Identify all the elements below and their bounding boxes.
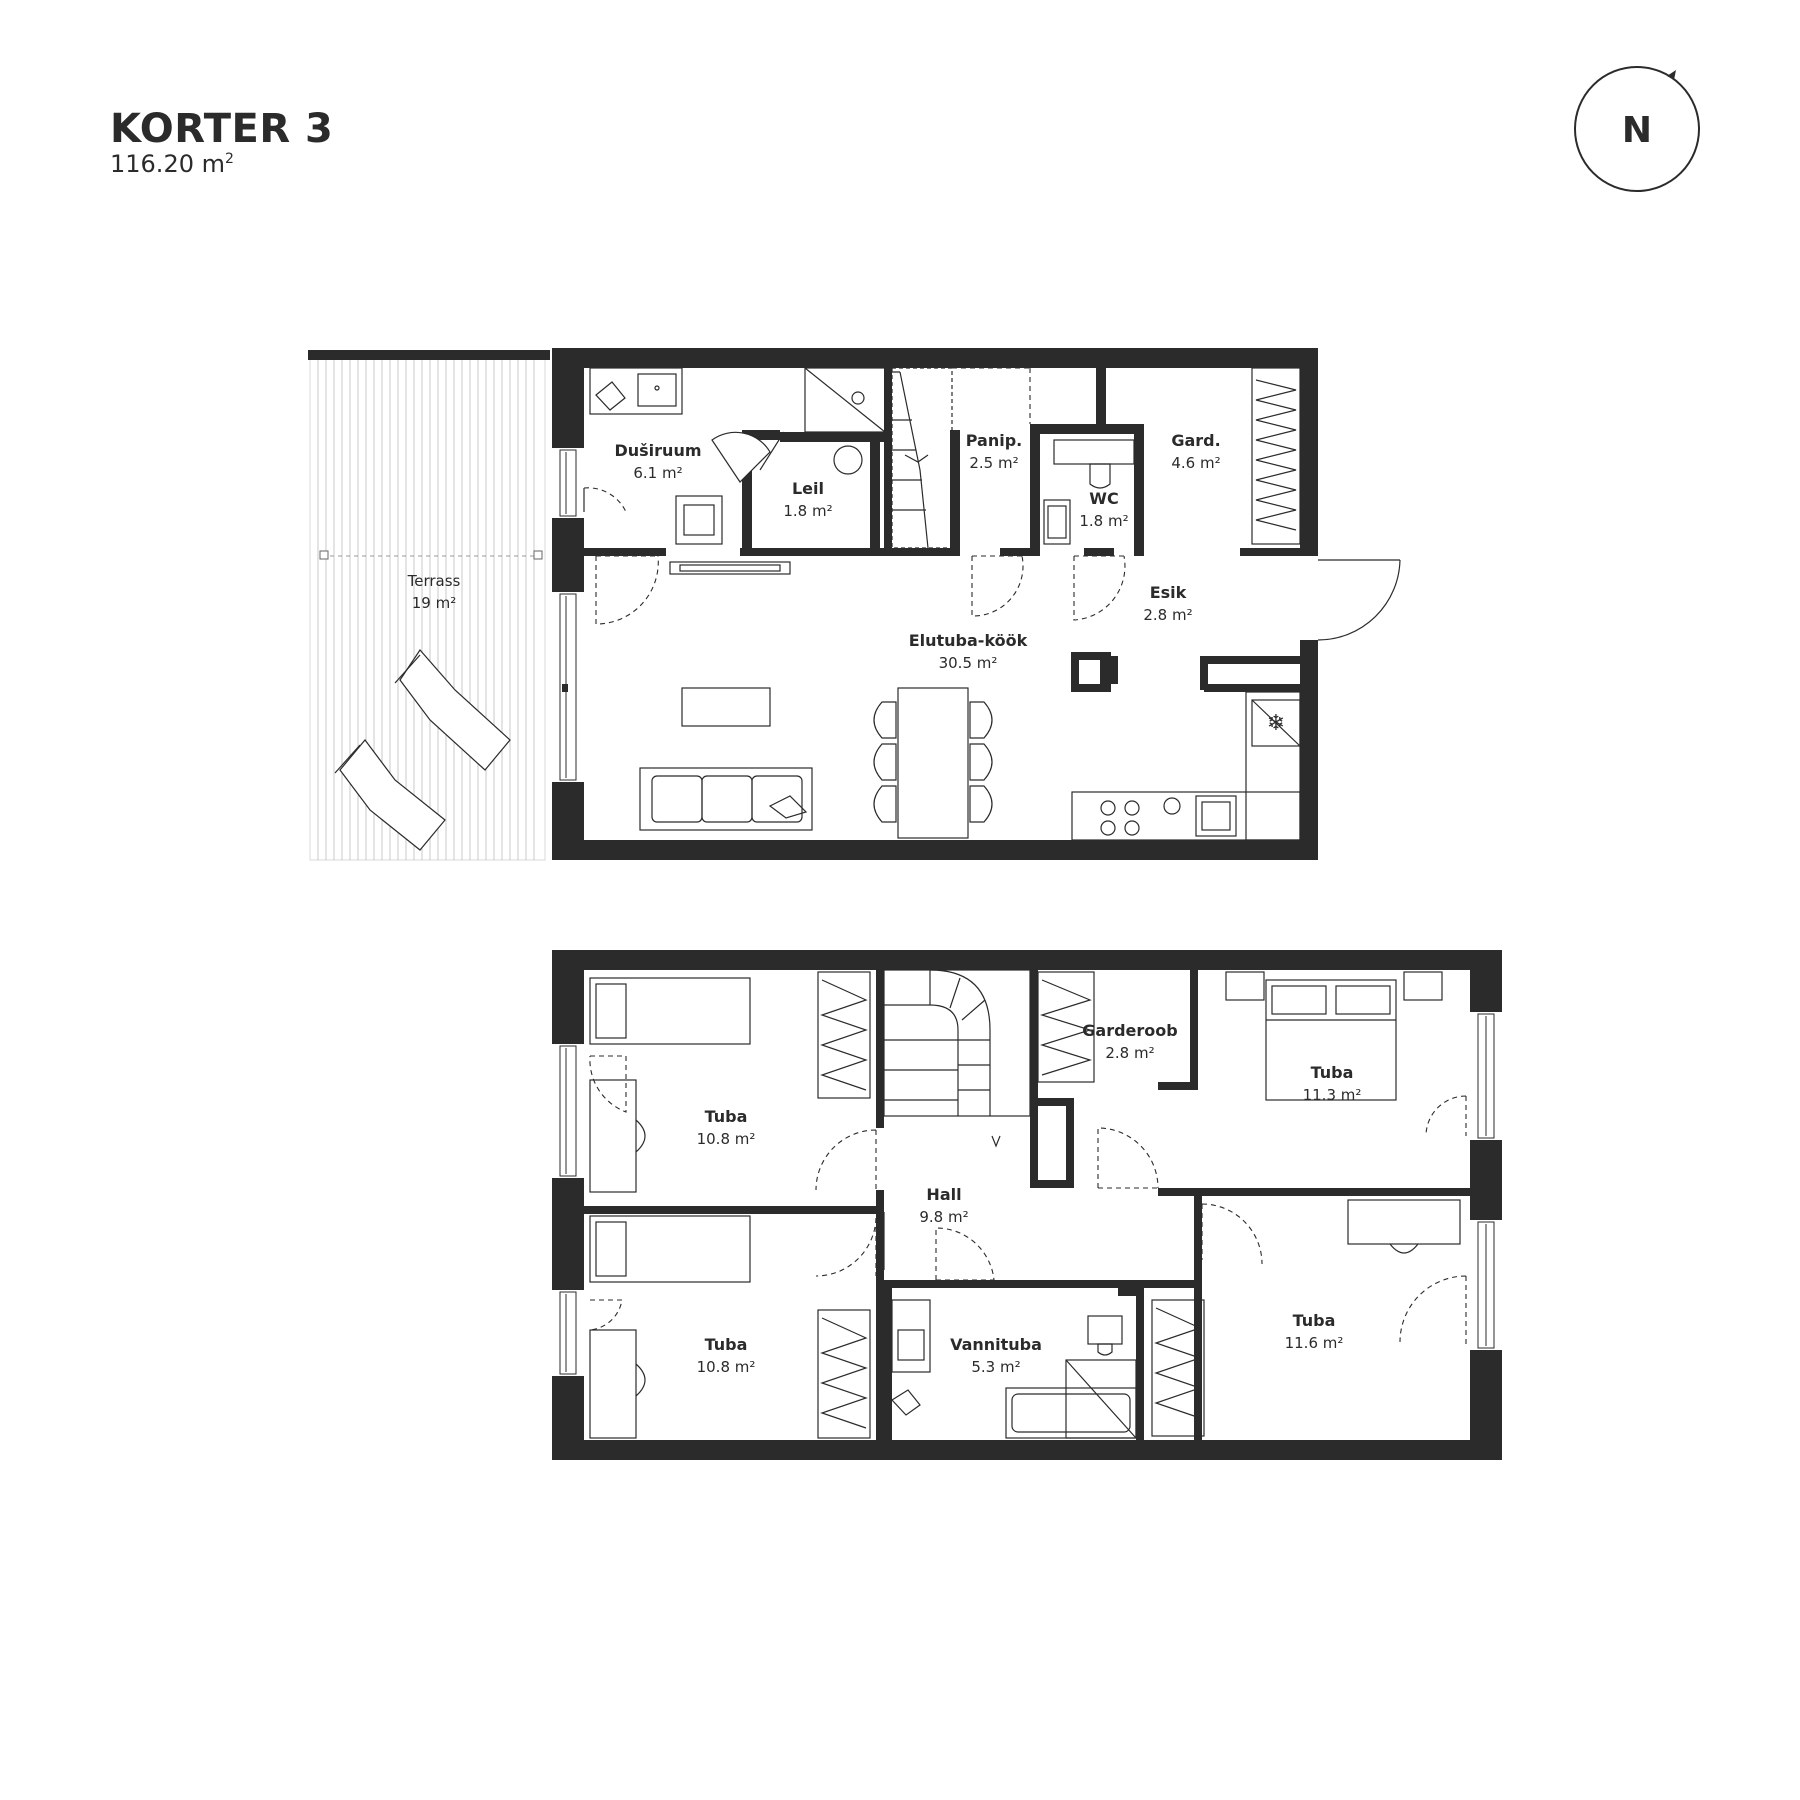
apartment-area: 116.20 m2 [110, 150, 234, 178]
compass-label: N [1622, 110, 1652, 151]
room-garderoob-name: Garderoob [1082, 1021, 1177, 1040]
kitchen-sink [1195, 795, 1237, 837]
room-dusiruum-area: 6.1 m² [633, 464, 682, 482]
apartment-title: KORTER 3 [110, 106, 334, 152]
dining-table [897, 687, 969, 839]
room-vannituba-area: 5.3 m² [971, 1358, 1020, 1376]
radiator [669, 561, 791, 575]
upper-floor-fixtures [589, 971, 1461, 1439]
room-leil-area: 1.8 m² [783, 502, 832, 520]
ground-floor-doors [583, 431, 1401, 641]
fridge [1251, 699, 1301, 747]
room-terrass-name: Terrass [407, 572, 461, 590]
sun-lounger-1 [394, 649, 511, 771]
room-gard-area: 4.6 m² [1171, 454, 1220, 472]
room-hall-name: Hall [926, 1185, 961, 1204]
room-garderoob-area: 2.8 m² [1105, 1044, 1154, 1062]
wc-sink [1043, 499, 1071, 545]
wardrobe-nw [817, 971, 871, 1099]
apartment-area-unit-sup: 2 [224, 151, 234, 167]
room-gard-name: Gard. [1171, 431, 1220, 450]
toilet-icon [1089, 463, 1111, 489]
wardrobe [1251, 367, 1301, 545]
room-panip-area: 2.5 m² [969, 454, 1018, 472]
room-esik-area: 2.8 m² [1143, 606, 1192, 624]
room-vannituba-name: Vannituba [950, 1335, 1042, 1354]
bed-nw [589, 977, 751, 1045]
room-leil-name: Leil [792, 479, 824, 498]
room-terrass-area: 19 m² [412, 594, 456, 612]
bath-toilet [1087, 1315, 1123, 1345]
sun-lounger-2 [334, 739, 446, 851]
sauna-bench [675, 495, 723, 545]
north-compass-icon: N [1574, 66, 1700, 192]
room-tuba-ne-area: 11.3 m² [1303, 1086, 1362, 1104]
terrace-top-edge [308, 350, 550, 360]
ground-floor-fixtures: ❄ [589, 367, 1301, 841]
desk-sw [589, 1329, 637, 1439]
room-wc-area: 1.8 m² [1079, 512, 1128, 530]
room-tuba-ne-name: Tuba [1311, 1063, 1354, 1082]
room-dusiruum-name: Duširuum [614, 441, 701, 460]
room-wc-name: WC [1089, 489, 1118, 508]
bed-sw [589, 1215, 751, 1283]
room-elutuba-area: 30.5 m² [939, 654, 998, 672]
room-hall-area: 9.8 m² [919, 1208, 968, 1226]
bathtub [1005, 1387, 1137, 1439]
shower-tray-icon [595, 381, 626, 411]
upper-floor-walls [552, 950, 1502, 1460]
room-tuba-se-name: Tuba [1293, 1311, 1336, 1330]
desk-nw [589, 1079, 637, 1193]
coffee-table [681, 687, 771, 727]
wardrobe-garderoob [1037, 971, 1095, 1083]
upper-floor-stairs [883, 969, 1031, 1148]
ground-floor-walls [552, 348, 1318, 860]
room-tuba-sw-area: 10.8 m² [697, 1358, 756, 1376]
snowflake-icon: ❄ [1267, 711, 1285, 736]
bath-shower-icon [891, 1389, 921, 1416]
sauna-heater-icon [833, 445, 863, 475]
room-tuba-nw-name: Tuba [705, 1107, 748, 1126]
sofa [639, 767, 813, 831]
ground-floor-stairs [891, 367, 1031, 549]
bed-ne [1265, 979, 1397, 1101]
bath-sink [891, 1299, 931, 1373]
room-tuba-nw-area: 10.8 m² [697, 1130, 756, 1148]
upper-floor-windows [559, 1013, 1495, 1375]
wardrobe-se [1151, 1299, 1205, 1437]
apartment-area-value: 116.20 m [110, 150, 225, 178]
kitchen-counter [1071, 791, 1301, 841]
room-labels: Duširuum 6.1 m² Leil 1.8 m² Panip. 2.5 m… [407, 431, 1362, 1376]
room-elutuba-name: Elutuba-köök [909, 631, 1028, 650]
desk-se [1347, 1199, 1461, 1245]
wardrobe-sw [817, 1309, 871, 1439]
room-panip-name: Panip. [966, 431, 1023, 450]
terrace [308, 350, 550, 861]
upper-floor-doors [589, 1055, 1467, 1344]
room-esik-name: Esik [1150, 583, 1187, 602]
room-tuba-se-area: 11.6 m² [1285, 1334, 1344, 1352]
room-tuba-sw-name: Tuba [705, 1335, 748, 1354]
ground-floor-windows [559, 449, 577, 781]
